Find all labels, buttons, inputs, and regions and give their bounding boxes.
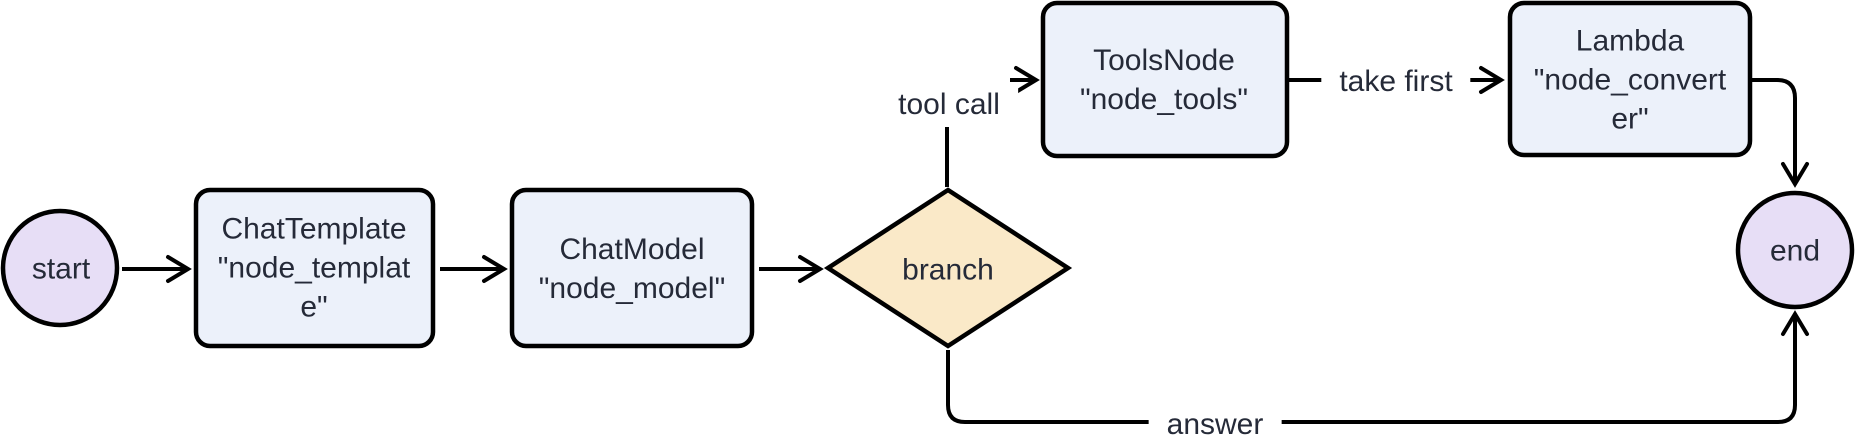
edge-converter-to-end xyxy=(1750,78,1809,188)
node-chat-model xyxy=(509,187,755,349)
node-chat-template xyxy=(193,187,436,349)
node-branch-decision xyxy=(823,187,1073,349)
node-end xyxy=(1735,190,1855,310)
node-start xyxy=(0,208,120,328)
node-converter xyxy=(1507,0,1753,158)
edge-branch-to-end xyxy=(946,310,1809,424)
node-tools xyxy=(1040,0,1290,159)
